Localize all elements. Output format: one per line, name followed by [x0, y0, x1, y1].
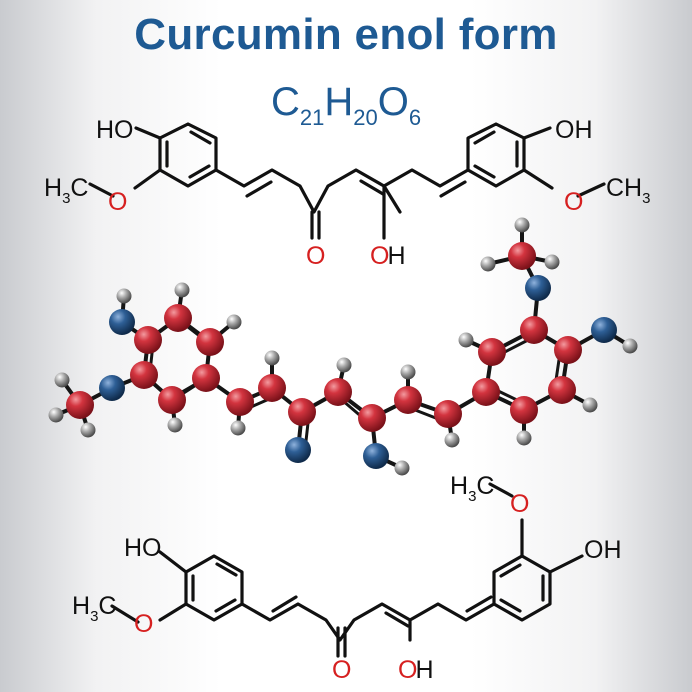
- bottom-methoxy-o-left: O: [134, 610, 153, 638]
- diagram-title: Curcumin enol form: [134, 10, 558, 59]
- formula-oxygen-count: 6: [408, 105, 422, 130]
- formula-oxygen: O: [377, 80, 409, 124]
- formula-hydrogen: H: [324, 80, 354, 124]
- top-h3c-left-label: H3C: [44, 174, 88, 207]
- model-oxygen-atoms: [99, 275, 617, 469]
- top-methoxy-o-left: O: [108, 188, 127, 216]
- bottom-ho-left-label: HO: [124, 534, 162, 562]
- top-methoxy-o-right: O: [564, 188, 583, 216]
- bottom-enol-oh-label: OH: [398, 656, 434, 684]
- top-enol-oh-label: OH: [370, 242, 406, 270]
- formula-carbon-count: 21: [299, 105, 325, 130]
- bottom-methoxy-o-right: O: [510, 490, 529, 518]
- model-carbon-atoms: [66, 242, 582, 432]
- skeletal-formula-bottom: HO O H3C O OH OH O H3C: [72, 472, 622, 684]
- bottom-keto-o-label: O: [332, 656, 351, 684]
- formula-hydrogen-count: 20: [353, 105, 378, 130]
- ball-and-stick-model: [48, 217, 638, 476]
- skeletal-formula-top: HO O H3C O OH OH O CH3: [44, 116, 650, 270]
- top-ch3-right-label: CH3: [606, 174, 650, 207]
- top-keto-o-label: O: [306, 242, 325, 270]
- molecular-formula: C21H20O6: [0, 80, 692, 131]
- bottom-h3c-left-label: H3C: [72, 592, 116, 625]
- top-ho-left-label: HO: [96, 116, 134, 144]
- top-oh-right-label: OH: [555, 116, 593, 144]
- bottom-h3c-right-label: H3C: [450, 472, 494, 505]
- bottom-oh-right-label: OH: [584, 536, 622, 564]
- formula-carbon: C: [270, 80, 300, 124]
- model-hydrogen-atoms: [48, 217, 638, 476]
